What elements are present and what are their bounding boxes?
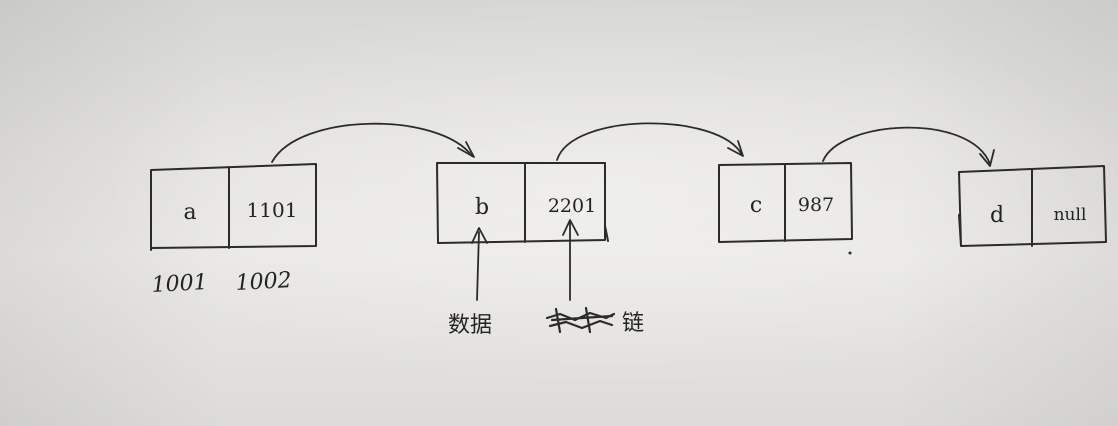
node-2-data: b — [475, 195, 489, 220]
node-2-box — [436, 162, 609, 244]
node-4-box — [958, 165, 1107, 247]
node-4-pointer: null — [1054, 205, 1087, 225]
link-arrow-3 — [822, 126, 995, 167]
node-3: c 987 — [718, 162, 853, 243]
pointer-annotation-label: 链 — [622, 311, 644, 336]
node-3-data: c — [750, 193, 762, 218]
link-arrow-2 — [556, 122, 744, 161]
pointer-annotation-arrow — [562, 219, 579, 301]
node-3-box — [718, 162, 853, 243]
node-1: a 1101 — [150, 163, 317, 251]
data-annotation-arrow — [471, 227, 488, 301]
node-1-data: a — [183, 200, 196, 225]
node-1-box — [150, 163, 317, 251]
node-2: b 2201 — [436, 162, 609, 244]
ink-dot — [848, 251, 852, 255]
node-4-data: d — [990, 203, 1004, 228]
node-4: d null — [958, 165, 1107, 247]
address-label-pointer: 1002 — [235, 268, 292, 296]
link-arrow-1 — [271, 122, 475, 163]
scribble-mark — [545, 306, 616, 334]
address-label-data: 1001 — [151, 270, 208, 298]
node-3-pointer: 987 — [798, 194, 834, 216]
data-annotation-label: 数据 — [448, 313, 492, 338]
node-1-pointer: 1101 — [247, 198, 298, 222]
node-2-pointer: 2201 — [548, 195, 596, 217]
